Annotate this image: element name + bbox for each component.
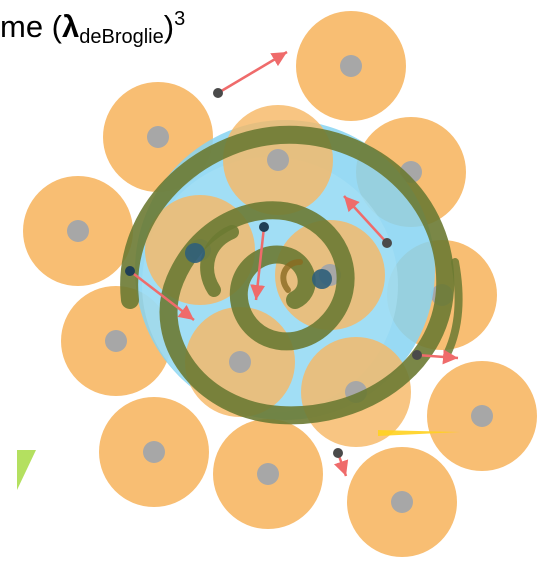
molecule-dot [382, 238, 392, 248]
molecule-dots [125, 88, 422, 458]
title-close: ) [163, 9, 175, 44]
dark-blue-dot [312, 269, 332, 289]
atom-icon [99, 397, 209, 507]
atom-icon [347, 447, 457, 557]
yellow-accent-shape [378, 430, 460, 436]
velocity-arrow-icon [217, 50, 288, 95]
atom-icon [23, 176, 133, 286]
atom-icon [427, 361, 537, 471]
velocity-arrow-icon [129, 270, 195, 321]
velocity-arrows [129, 50, 459, 477]
molecule-dot [125, 266, 135, 276]
atom-icon [223, 105, 333, 215]
velocity-arrow-icon [250, 226, 266, 301]
molecule-dot [213, 88, 223, 98]
atom-icon [296, 11, 406, 121]
dark-blue-dot [185, 243, 205, 263]
molecule-dot [333, 448, 343, 458]
dark-dot-layer [185, 243, 332, 289]
velocity-arrow-icon [343, 195, 388, 244]
title-superscript: 3 [174, 8, 186, 30]
molecule-dot [259, 222, 269, 232]
spiral-wave-icon [120, 125, 463, 425]
atom-icon [213, 419, 323, 529]
title-lambda: λ [62, 9, 80, 44]
title-prefix: me ( [0, 9, 62, 44]
molecule-dot [412, 350, 422, 360]
green-accent-shape [17, 450, 36, 490]
page-title: me (λdeBroglie)3 [0, 8, 185, 49]
title-subscript: deBroglie [79, 26, 164, 48]
velocity-arrow-icon [416, 349, 459, 365]
